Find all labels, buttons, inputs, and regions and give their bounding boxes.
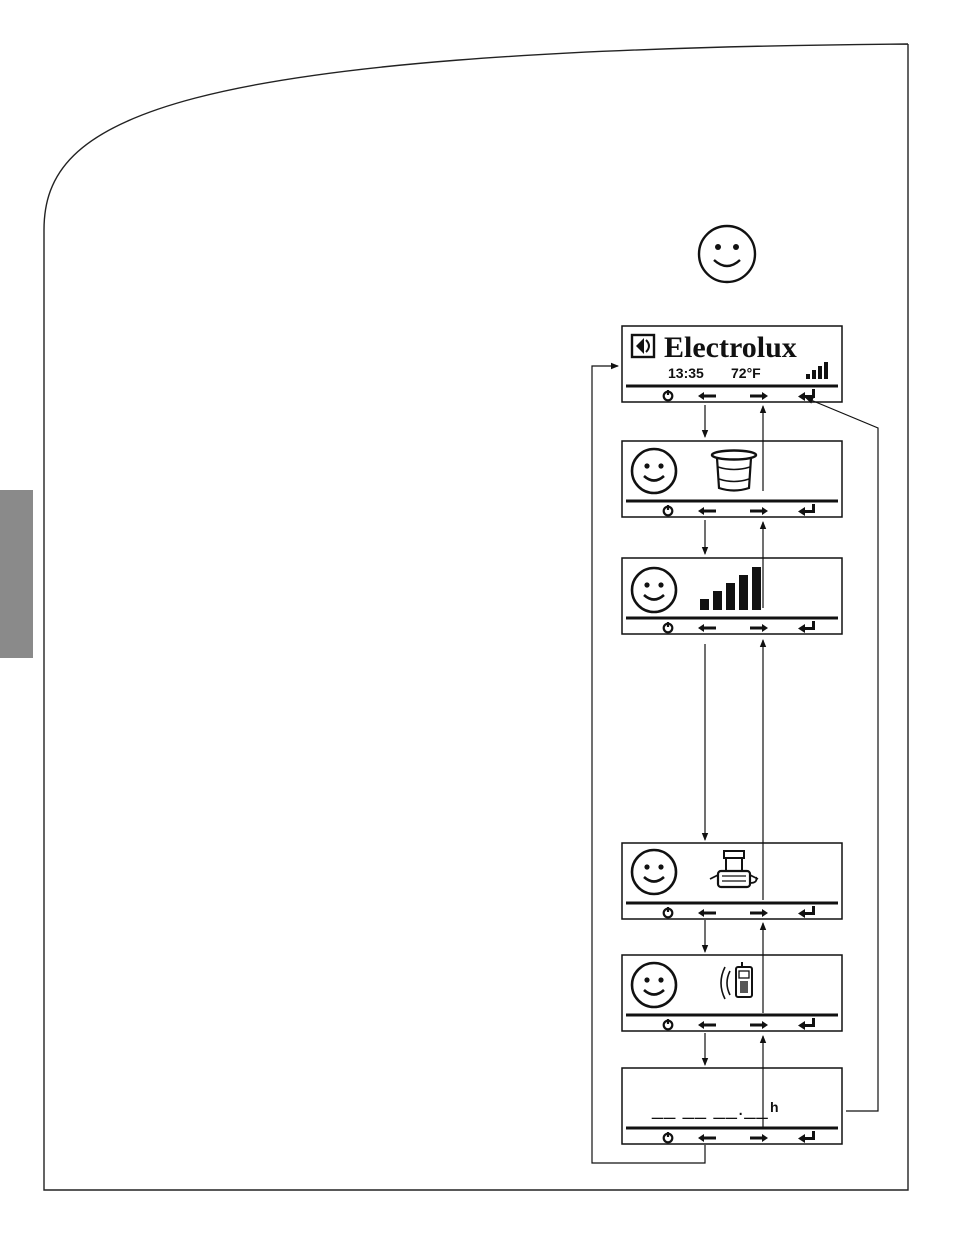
level-bar [812,370,816,379]
level-bar [818,366,822,379]
chapter-tab [0,490,33,658]
clock-time: 13:35 [668,365,704,381]
level-bar [713,591,722,610]
dustbin-screen [622,441,842,517]
home-screen: Electrolux 13:35 72°F [622,326,842,402]
hour-counter-value: __ __ __.__ [651,1098,769,1120]
level-bar [726,583,735,610]
remote-screen [622,955,842,1031]
hour-counter-screen: __ __ __.__ h [622,1068,842,1144]
level-bar [752,567,761,610]
brand-name: Electrolux [664,331,797,364]
hour-unit: h [770,1099,779,1115]
level-bar [806,374,810,379]
level-bar [824,362,828,379]
power-level-screen [622,558,842,634]
motor-screen [622,843,842,919]
level-bar [739,575,748,610]
temperature-readout: 72°F [731,365,761,381]
level-bar [700,599,709,610]
smiley-icon [699,226,755,282]
